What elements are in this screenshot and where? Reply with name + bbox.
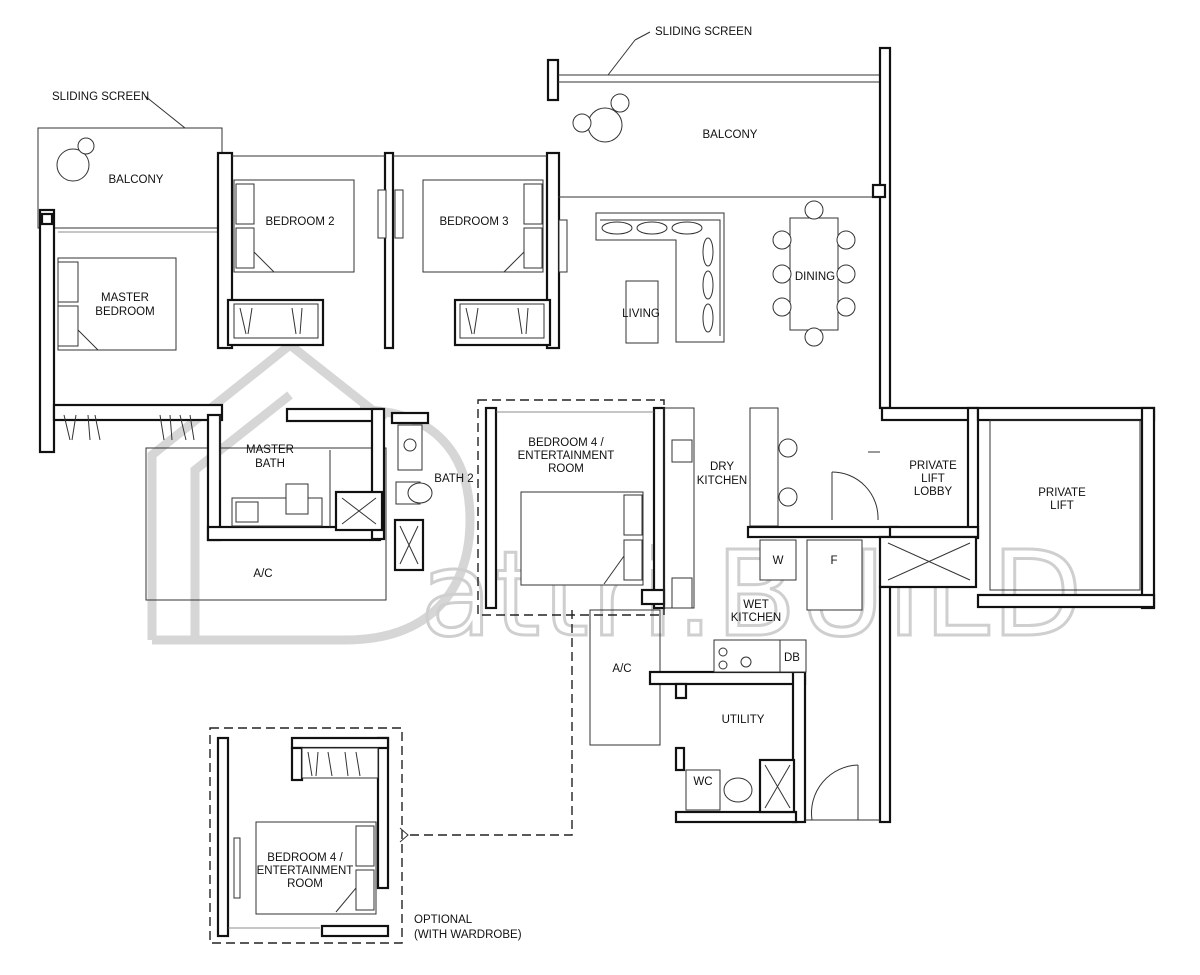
label-living: LIVING bbox=[622, 308, 660, 320]
label-bath-2: BATH 2 bbox=[434, 473, 473, 485]
master-wing bbox=[37, 95, 224, 454]
label-db: DB bbox=[784, 652, 800, 664]
label-bedroom-4-line2: ENTERTAINMENT bbox=[518, 450, 615, 462]
label-bedroom-3: BEDROOM 3 bbox=[439, 216, 508, 228]
label-optional-bedroom-4-line3: ROOM bbox=[287, 878, 323, 890]
label-sliding-screen-top: SLIDING SCREEN bbox=[655, 26, 752, 38]
label-private-lift-lobby-line2: LIFT bbox=[921, 473, 945, 485]
label-ac-left: A/C bbox=[253, 568, 272, 580]
label-dry-kitchen-line2: KITCHEN bbox=[697, 475, 747, 487]
label-master-bath-line2: BATH bbox=[255, 458, 285, 470]
label-private-lift-line2: LIFT bbox=[1050, 500, 1074, 512]
label-optional-line2: (WITH WARDROBE) bbox=[414, 929, 522, 941]
label-utility: UTILITY bbox=[722, 714, 765, 726]
optional-bedroom-4 bbox=[209, 610, 573, 944]
living-dining bbox=[546, 31, 892, 410]
bedroom-3 bbox=[393, 151, 568, 350]
label-private-lift-lobby-line1: PRIVATE bbox=[909, 460, 957, 472]
label-optional-line1: OPTIONAL bbox=[414, 914, 473, 926]
label-optional-bedroom-4-line2: ENTERTAINMENT bbox=[257, 865, 354, 877]
label-fridge: F bbox=[830, 555, 837, 567]
label-master-bedroom-line2: BEDROOM bbox=[95, 306, 154, 318]
label-private-lift-line1: PRIVATE bbox=[1038, 487, 1086, 499]
kitchen-lobby bbox=[663, 406, 1156, 824]
bedroom-4 bbox=[477, 399, 666, 616]
label-bedroom-2: BEDROOM 2 bbox=[265, 216, 334, 228]
baths bbox=[145, 407, 433, 601]
label-master-bath-line1: MASTER bbox=[246, 444, 294, 456]
label-wet-kitchen-line1: WET bbox=[743, 599, 769, 611]
wet-kitchen-utility bbox=[589, 609, 880, 824]
label-master-bedroom-line1: MASTER bbox=[101, 292, 149, 304]
label-balcony-right: BALCONY bbox=[703, 129, 758, 141]
label-sliding-screen-left: SLIDING SCREEN bbox=[52, 91, 149, 103]
label-wet-kitchen-line2: KITCHEN bbox=[731, 612, 781, 624]
room-labels: SLIDING SCREEN SLIDING SCREEN BALCONY BA… bbox=[52, 26, 1086, 941]
label-bedroom-4-line1: BEDROOM 4 / bbox=[528, 437, 604, 449]
label-wc: WC bbox=[693, 776, 712, 788]
label-private-lift-lobby-line3: LOBBY bbox=[914, 486, 953, 498]
label-washer: W bbox=[773, 555, 784, 567]
label-ac-right: A/C bbox=[612, 663, 631, 675]
label-bedroom-4-line3: ROOM bbox=[548, 463, 584, 475]
bedroom-2 bbox=[216, 151, 395, 350]
label-optional-bedroom-4-line1: BEDROOM 4 / bbox=[267, 852, 343, 864]
label-dry-kitchen-line1: DRY bbox=[710, 461, 734, 473]
label-balcony-left: BALCONY bbox=[109, 174, 164, 186]
label-dining: DINING bbox=[795, 271, 835, 283]
